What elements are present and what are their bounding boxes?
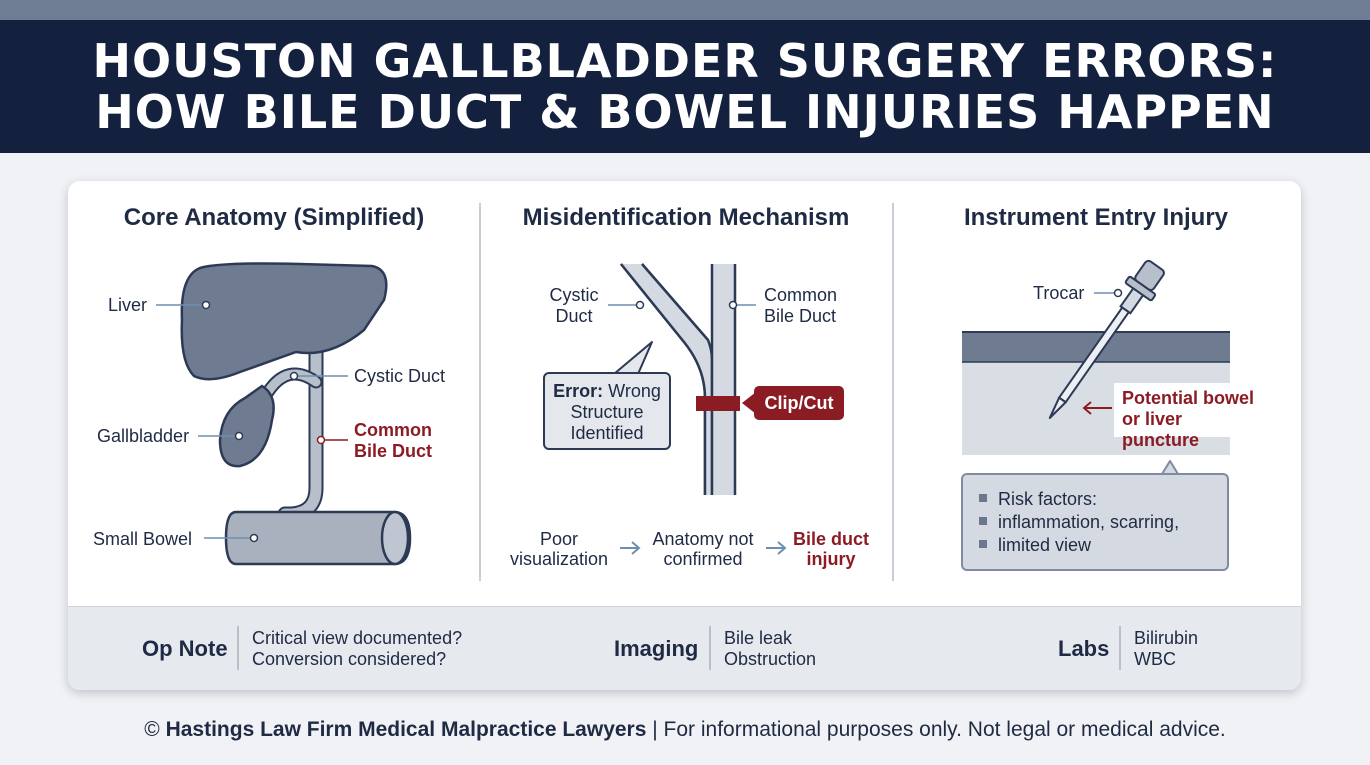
error-callout-pointer [613, 341, 653, 375]
misidentification-panel-title: Misidentification Mechanism [522, 204, 850, 231]
copyright-prefix: © [144, 718, 166, 741]
cystic-label-2: Duct [555, 306, 593, 326]
copyright-notice: © Hastings Law Firm Medical Malpractice … [0, 718, 1370, 742]
flow-step-3-line-2: injury [806, 549, 856, 569]
liver-marker [201, 300, 211, 310]
copyright-firm: Hastings Law Firm Medical Malpractice La… [165, 718, 647, 741]
instrument-panel-title: Instrument Entry Injury [963, 204, 1229, 231]
copyright-disclaimer: | For informational purposes only. Not l… [646, 718, 1226, 741]
cystic-duct-marker [289, 371, 299, 381]
trocar-label: Trocar [1033, 283, 1085, 303]
error-callout-line-3: Identified [570, 423, 644, 443]
imaging-line-1: Bile leak [724, 628, 793, 648]
flow-step-3-line-1: Bile duct [792, 529, 869, 549]
puncture-line-2: or liver puncture [1122, 409, 1200, 450]
labs-line-1: Bilirubin [1134, 628, 1199, 648]
common-marker-2 [728, 300, 738, 310]
common-label-2: Bile Duct [764, 306, 837, 326]
puncture-arrow [1082, 401, 1112, 415]
error-callout-line-2: Structure [570, 402, 644, 422]
common-bile-duct-label-2: Bile Duct [354, 441, 433, 461]
imaging-heading: Imaging [614, 636, 699, 661]
common-bile-duct-marker [316, 435, 326, 445]
common-bile-duct-label-1: Common [354, 420, 432, 440]
flow-arrow-2 [766, 541, 787, 555]
small-bowel-label: Small Bowel [93, 529, 193, 549]
flow-arrow-1 [620, 541, 641, 555]
liver-label: Liver [108, 295, 148, 315]
title-line-1: HOUSTON GALLBLADDER SURGERY ERRORS: [92, 34, 1278, 88]
trocar-shape [1048, 259, 1165, 419]
title-banner [0, 20, 1370, 153]
risk-factors-box: Risk factors: inflammation, scarring, li… [961, 473, 1229, 571]
gallbladder-marker [234, 431, 244, 441]
flow-step-1-line-1: Poor [539, 529, 579, 549]
top-accent-band [0, 0, 1370, 20]
error-callout: Error: Wrong Structure Identified [543, 372, 671, 450]
labs-heading: Labs [1058, 636, 1110, 661]
op-note-line-2: Conversion considered? [252, 649, 447, 669]
puncture-line-1: Potential bowel [1122, 388, 1255, 408]
panel-divider-1 [479, 203, 481, 581]
cystic-label-1: Cystic [549, 285, 599, 305]
cystic-marker-2 [635, 300, 645, 310]
flow-step-2-line-1: Anatomy not [652, 529, 754, 549]
risk-item: limited view [979, 534, 1227, 557]
op-note-line-1: Critical view documented? [252, 628, 463, 648]
error-callout-line-1: Wrong [603, 381, 661, 401]
labs-line-2: WBC [1134, 649, 1176, 669]
flow-step-1-line-2: visualization [509, 549, 609, 569]
gallbladder-shape [218, 384, 275, 468]
imaging-line-2: Obstruction [724, 649, 817, 669]
risk-item: inflammation, scarring, [979, 511, 1227, 534]
flow-step-2-line-2: confirmed [663, 549, 743, 569]
op-note-separator [237, 626, 239, 670]
op-note-heading: Op Note [142, 636, 228, 661]
labs-separator [1119, 626, 1121, 670]
small-bowel-marker [249, 533, 259, 543]
panel-divider-2 [892, 203, 894, 581]
risk-item: Risk factors: [979, 488, 1227, 511]
clip-bar [696, 396, 740, 411]
puncture-callout: Potential bowel or liver puncture [1114, 383, 1270, 450]
common-label-1: Common [764, 285, 838, 305]
gallbladder-label: Gallbladder [97, 426, 190, 446]
clip-cut-label: Clip/Cut [754, 386, 844, 420]
error-callout-bold: Error: [553, 381, 604, 401]
cystic-duct-label: Cystic Duct [354, 366, 446, 386]
documentation-row [68, 606, 1301, 690]
title-line-2: HOW BILE DUCT & BOWEL INJURIES HAPPEN [95, 85, 1275, 139]
imaging-separator [709, 626, 711, 670]
trocar-marker [1113, 288, 1123, 298]
anatomy-panel-title: Core Anatomy (Simplified) [123, 204, 425, 231]
liver-shape [180, 262, 388, 381]
